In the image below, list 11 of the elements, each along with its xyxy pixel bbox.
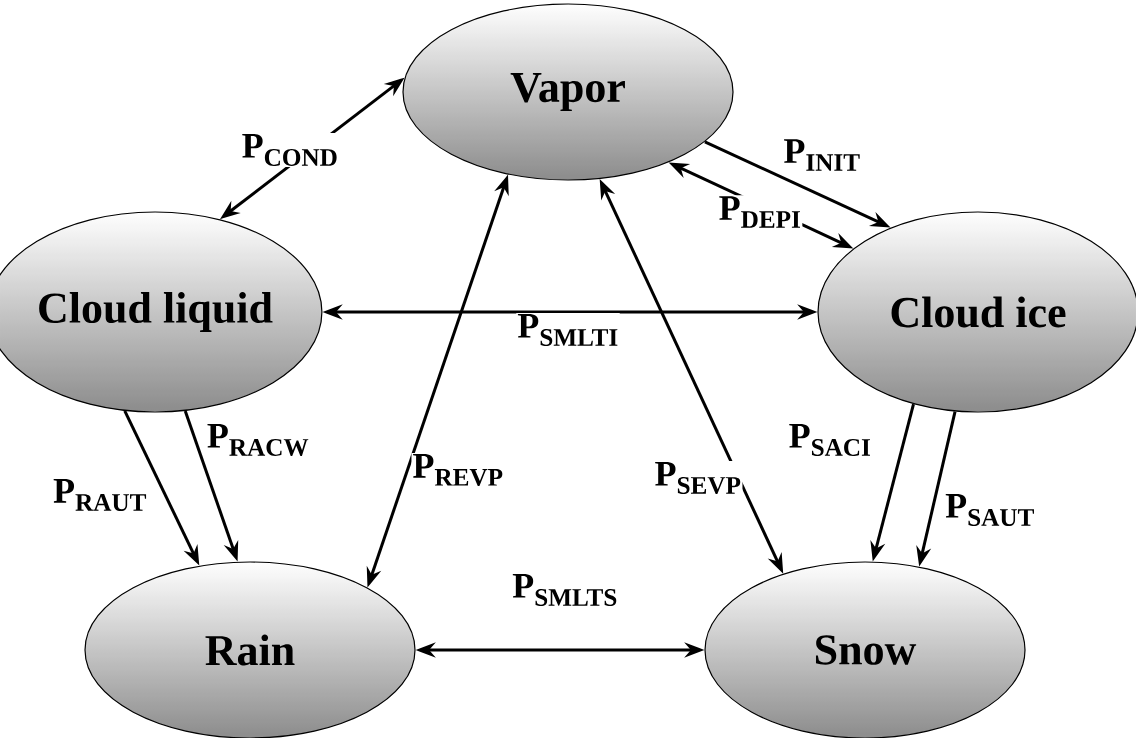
edge-label: P$_{RACW}$ bbox=[205, 422, 311, 458]
edge-label: P$_{DEPI}$ bbox=[717, 195, 803, 229]
edge-label: P$_{REVP}$ bbox=[411, 453, 505, 487]
edge-label: P$_{SEVP}$ bbox=[653, 460, 743, 496]
edge-label: P$_{SMLTS}$ bbox=[511, 573, 619, 607]
edge-label: P$_{SACI}$ bbox=[787, 423, 873, 457]
edge-label: P$_{INIT}$ bbox=[782, 138, 862, 172]
edge-label: P$_{RAUT}$ bbox=[52, 478, 148, 512]
edge-label: P$_{COND}$ bbox=[240, 133, 340, 167]
edge-label: P$_{SAUT}$ bbox=[944, 493, 1036, 527]
edge-label: P$_{SMLTI}$ bbox=[516, 313, 620, 347]
